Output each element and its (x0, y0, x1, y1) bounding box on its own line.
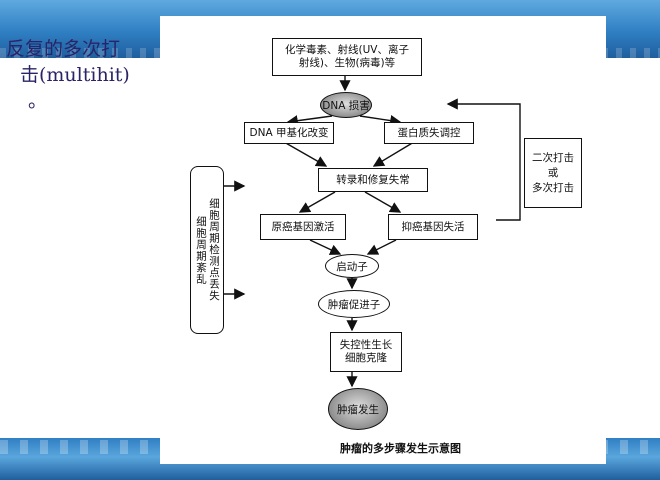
growth-line-1: 失控性生长 (339, 339, 393, 351)
arrow-second-hit-loop (446, 98, 521, 221)
arrow-repair-to-suppressor (364, 191, 402, 213)
second-hit-box: 二次打击或多次打击 (524, 138, 582, 208)
arrow-oncogene-to-initiator (309, 239, 342, 255)
slide-text-line-1: 反复的多次打 (6, 38, 121, 60)
arrow-methylation-to-repair (283, 141, 328, 167)
arrow-protein-to-repair (372, 141, 415, 167)
cell-cycle-line-1: 细胞周期检测点丢失 (208, 198, 220, 302)
mutagen-line-1: 化学毒素、射线(UV、离子 (285, 44, 409, 56)
oncogene-box: 原癌基因激活 (260, 214, 346, 240)
arrow-suppressor-to-initiator (366, 239, 397, 255)
initiator-node: 启动子 (325, 254, 379, 278)
uncontrolled-growth-box: 失控性生长细胞克隆 (330, 332, 402, 372)
suppressor-box: 抑癌基因失活 (388, 214, 478, 240)
dna-damage-node: DNA 损害 (320, 92, 372, 118)
promoter-node: 肿瘤促进子 (318, 290, 390, 318)
flow-arrows (220, 76, 521, 388)
second-hit-line-3: 多次打击 (532, 181, 574, 194)
mutagen-line-2: 射线)、生物(病毒)等 (298, 57, 396, 69)
slide-text-line-2: 击(multihit) (20, 64, 130, 86)
growth-line-2: 细胞克隆 (345, 352, 387, 364)
arrow-dna-to-protein (359, 115, 402, 127)
protein-dysregulation-box: 蛋白质失调控 (384, 122, 474, 144)
transcription-repair-box: 转录和修复失常 (318, 168, 428, 192)
arrow-repair-to-oncogene (298, 191, 336, 213)
cell-cycle-box: 细胞周期检测点丢失细胞周期紊乱 (190, 166, 224, 334)
mutagen-box: 化学毒素、射线(UV、离子射线)、生物(病毒)等 (272, 38, 422, 76)
second-hit-line-2: 或 (547, 166, 559, 179)
tumor-node: 肿瘤发生 (328, 388, 388, 430)
slide-text-line-3: 。 (28, 90, 48, 112)
second-hit-line-1: 二次打击 (532, 151, 574, 164)
slide-body-text: 反复的多次打 击(multihit) 。 (6, 36, 156, 114)
dna-methylation-box: DNA 甲基化改变 (244, 122, 334, 144)
cell-cycle-line-2: 细胞周期紊乱 (195, 215, 207, 285)
tumor-multistep-figure: 化学毒素、射线(UV、离子射线)、生物(病毒)等 DNA 损害 DNA 甲基化改… (160, 16, 606, 464)
arrow-dna-to-methylation (286, 115, 333, 127)
figure-caption: 肿瘤的多步骤发生示意图 (340, 442, 461, 455)
